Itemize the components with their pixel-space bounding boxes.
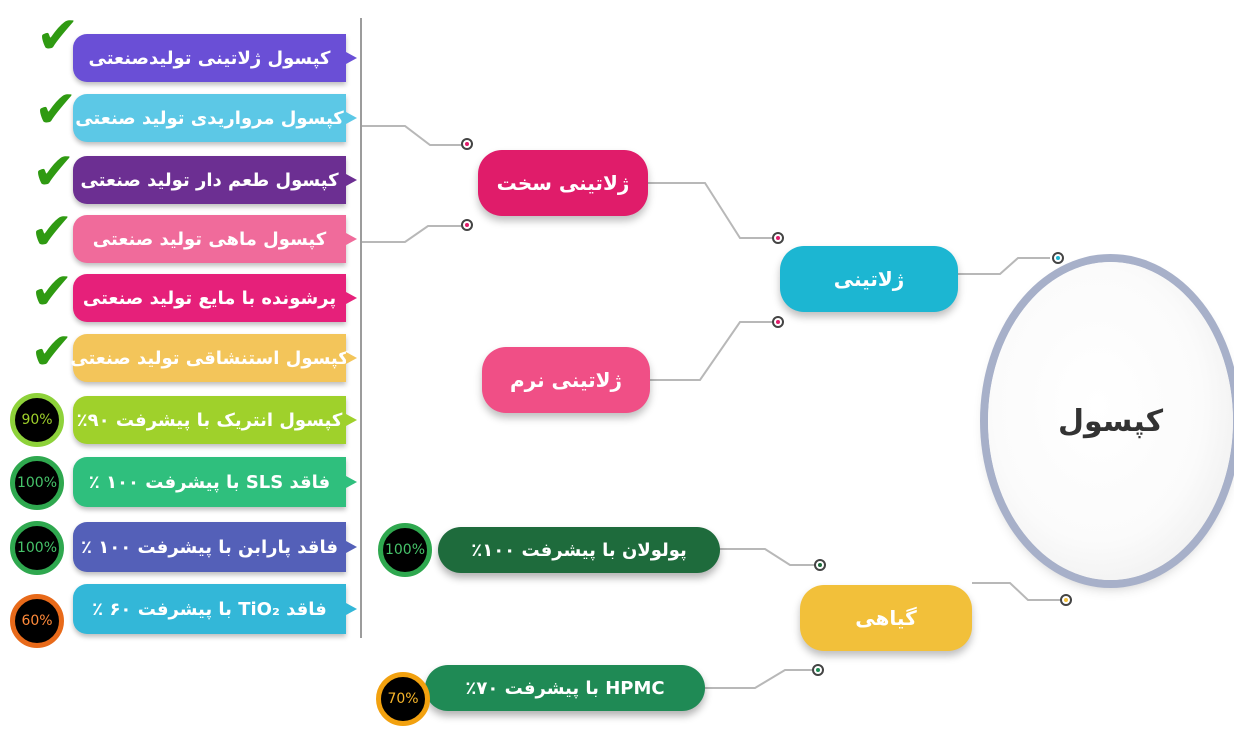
progress-gauge-hpmc: 70% — [376, 672, 430, 726]
progress-gauge-pullulan: 100% — [378, 523, 432, 577]
progress-gauge-paraben: 100% — [10, 521, 64, 575]
connector-dot — [1060, 594, 1072, 606]
progress-gauge-sls: 100% — [10, 456, 64, 510]
connector-soft-to-gelatin — [650, 321, 772, 381]
connector-pullulan — [720, 548, 815, 566]
node-soft-gelatin: ژلاتینی نرم — [482, 347, 650, 413]
connector-dot — [772, 316, 784, 328]
connector-dot — [461, 138, 473, 150]
item-inhalation-capsule: کپسول استنشاقی تولید صنعتی — [70, 334, 349, 382]
connector-hard-upper — [362, 125, 462, 146]
connector-herbal-to-root — [972, 582, 1060, 601]
node-herbal: گیاهی — [800, 585, 972, 651]
item-enteric-capsule: کپسول انتریک با پیشرفت ۹۰٪ — [73, 396, 346, 444]
item-pearl-capsule: کپسول مرواریدی تولید صنعتی — [73, 94, 346, 142]
root-capsule-circle: کپسول — [988, 262, 1233, 580]
progress-gauge-tio2: 60% — [10, 594, 64, 648]
check-icon: ✔ — [36, 6, 80, 66]
items-divider — [360, 18, 362, 638]
root-label: کپسول — [1057, 403, 1164, 439]
connector-dot — [772, 232, 784, 244]
node-hard-gelatin: ژلاتینی سخت — [478, 150, 648, 216]
connector-dot — [461, 219, 473, 231]
check-icon: ✔ — [30, 202, 74, 262]
check-icon: ✔ — [34, 80, 78, 140]
item-fish-capsule: کپسول ماهی تولید صنعتی — [73, 215, 346, 263]
item-paraben-free: فاقد پارابن با پیشرفت ۱۰۰ ٪ — [73, 522, 346, 572]
branch-pullulan: پولولان با پیشرفت ۱۰۰٪ — [438, 527, 720, 573]
connector-dot — [1052, 252, 1064, 264]
node-gelatin: ژلاتینی — [780, 246, 958, 312]
connector-hpmc — [705, 669, 812, 689]
item-sls-free: فاقد SLS با پیشرفت ۱۰۰ ٪ — [73, 457, 346, 507]
progress-gauge-enteric: 90% — [10, 393, 64, 447]
connector-gelatin-to-root — [958, 257, 1050, 275]
check-icon: ✔ — [30, 262, 74, 322]
connector-hard-to-gelatin — [648, 182, 772, 239]
connector-hard-lower — [362, 225, 462, 243]
item-tio2-free: فاقد TiO₂ با پیشرفت ۶۰ ٪ — [73, 584, 346, 634]
item-gelatin-industrial: کپسول ژلاتینی تولیدصنعتی — [73, 34, 346, 82]
item-flavored-capsule: کپسول طعم دار تولید صنعتی — [73, 156, 346, 204]
check-icon: ✔ — [30, 322, 74, 382]
item-liquid-filled: پرشونده با مایع تولید صنعتی — [73, 274, 346, 322]
connector-dot — [814, 559, 826, 571]
connector-dot — [812, 664, 824, 676]
branch-hpmc: HPMC با پیشرفت ۷۰٪ — [425, 665, 705, 711]
check-icon: ✔ — [32, 142, 76, 202]
